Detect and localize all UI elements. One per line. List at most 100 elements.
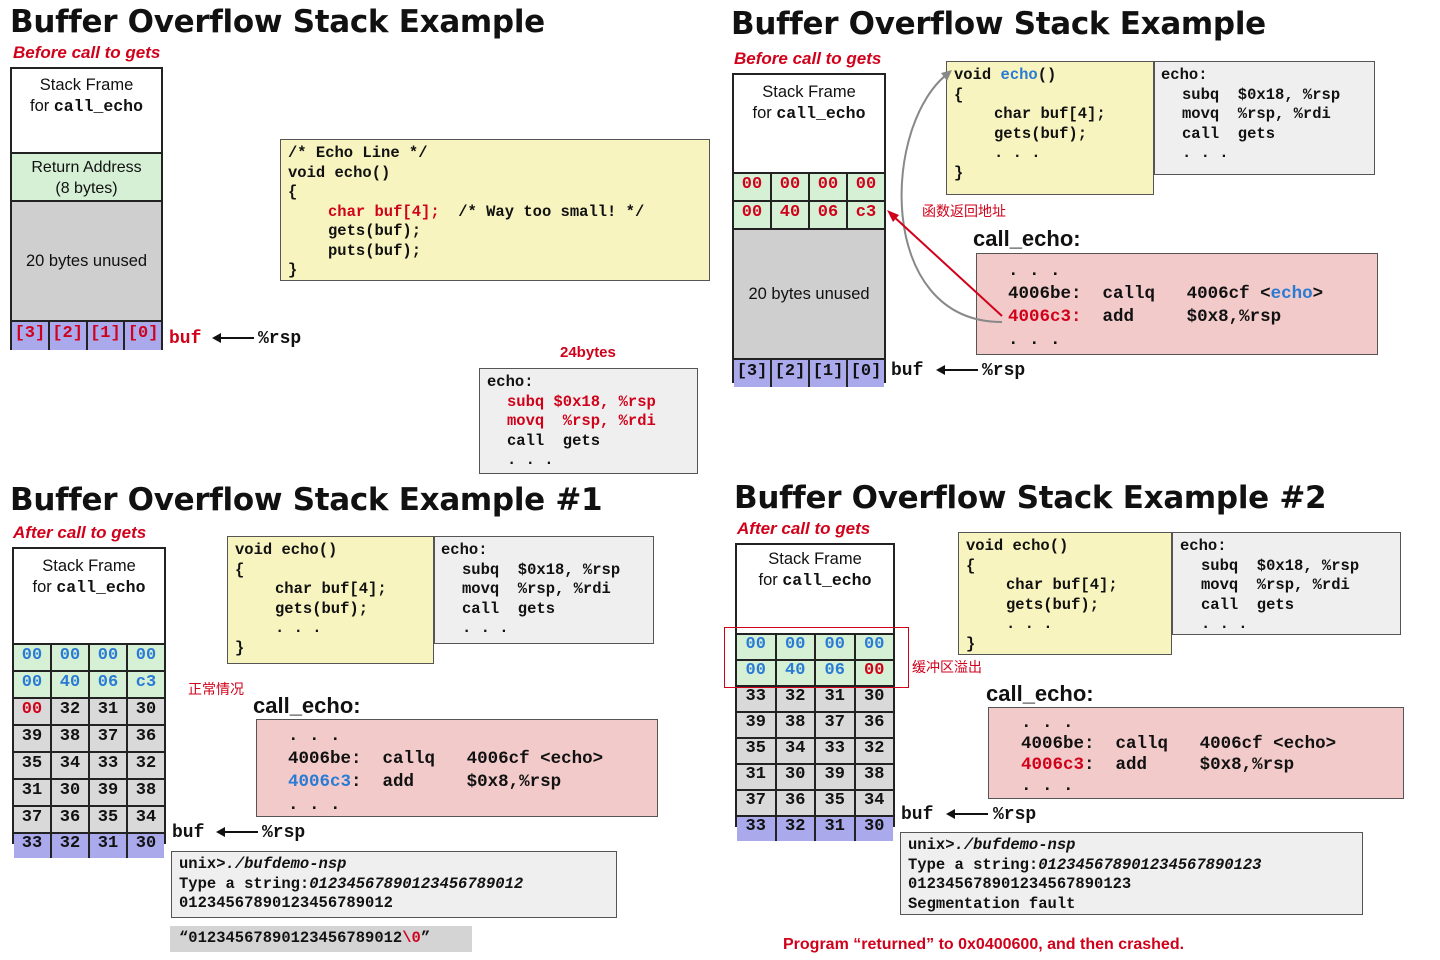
q1-bytes-note: 24bytes <box>560 344 616 361</box>
byte-cell: 33 <box>737 817 775 841</box>
q3-stack-row: 39 38 37 36 <box>14 724 164 751</box>
q2-rsp-label: %rsp <box>982 361 1026 381</box>
buf-cell: [1] <box>85 322 124 350</box>
q3-rsp-label: %rsp <box>262 823 306 843</box>
byte-cell: 33 <box>88 753 126 778</box>
buf-cell: [1] <box>808 360 846 387</box>
q4-subtitle: After call to gets <box>737 519 871 538</box>
q3-string-literal: “01234567890123456789012\0” <box>170 926 472 952</box>
q4-frame-label: Stack Frame for call_echo <box>758 550 872 590</box>
q3-frame-label: Stack Frame for call_echo <box>32 557 146 597</box>
q3-echo-asm: echo: subq $0x18, %rsp movq %rsp, %rdi c… <box>434 536 654 644</box>
byte-cell: 36 <box>50 807 88 832</box>
buf-cell: [3] <box>734 360 770 387</box>
byte-cell: 38 <box>50 726 88 751</box>
q4-rsp-label: %rsp <box>993 805 1037 825</box>
byte-cell: 34 <box>853 791 893 815</box>
q4-stack-frame: Stack Frame for call_echo 00 00 00 00 00… <box>735 543 895 841</box>
q3-stack-row: 00 32 31 30 <box>14 697 164 724</box>
ret-byte-cell: 00 <box>846 174 884 200</box>
q2-stack-frame: Stack Frame for call_echo 00 00 00 00 00… <box>732 73 886 387</box>
byte-cell: 38 <box>774 713 814 737</box>
q4-terminal: unix>./bufdemo-nsp Type a string:0123456… <box>900 832 1363 915</box>
ret-byte-cell: 00 <box>770 174 808 200</box>
ret-byte-cell: 00 <box>808 174 846 200</box>
q4-title: Buffer Overflow Stack Example #2 <box>734 480 1327 516</box>
q3-stack-row: 37 36 35 34 <box>14 805 164 832</box>
q2-buf-row: [3] [2] [1] [0] <box>734 358 884 387</box>
q1-title: Buffer Overflow Stack Example <box>10 4 545 40</box>
q2-echo-source: void echo() { char buf[4]; gets(buf); . … <box>946 61 1154 195</box>
q4-stack-row: 31 30 39 38 <box>737 763 893 789</box>
q1-return-address: Return Address (8 bytes) <box>12 152 161 200</box>
byte-cell: 35 <box>737 739 775 763</box>
q1-subtitle: Before call to gets <box>13 43 161 62</box>
byte-cell: 06 <box>88 672 126 697</box>
byte-cell: 35 <box>14 753 50 778</box>
byte-cell: 31 <box>814 687 854 711</box>
byte-cell: 00 <box>853 661 893 685</box>
byte-cell: 31 <box>14 780 50 805</box>
byte-cell: 31 <box>814 817 854 841</box>
q4-stack-row: 00 40 06 00 <box>737 659 893 685</box>
byte-cell: 32 <box>50 699 88 724</box>
byte-cell: 06 <box>814 661 854 685</box>
byte-cell: 00 <box>14 672 50 697</box>
q3-subtitle: After call to gets <box>13 523 147 542</box>
byte-cell: 30 <box>774 765 814 789</box>
byte-cell: 36 <box>853 713 893 737</box>
q4-stack-row: 33 32 31 30 <box>737 685 893 711</box>
byte-cell: 39 <box>814 765 854 789</box>
byte-cell: 00 <box>737 635 775 659</box>
byte-cell: 39 <box>88 780 126 805</box>
q2-return-address-note: 函数返回地址 <box>922 204 1006 220</box>
buf-cell: [2] <box>47 322 86 350</box>
byte-cell: 38 <box>126 780 164 805</box>
byte-cell: 00 <box>50 645 88 670</box>
q2-rsp-arrow-icon <box>936 365 978 375</box>
q4-echo-source: void echo() { char buf[4]; gets(buf); . … <box>958 532 1172 655</box>
byte-cell: 33 <box>814 739 854 763</box>
byte-cell: 32 <box>774 687 814 711</box>
byte-cell: 40 <box>774 661 814 685</box>
byte-cell: 31 <box>88 834 126 858</box>
q1-buf-label: buf <box>169 329 202 349</box>
q3-title: Buffer Overflow Stack Example #1 <box>10 482 603 518</box>
q1-echo-asm: echo: subq $0x18, %rsp movq %rsp, %rdi c… <box>479 368 698 474</box>
q2-call-echo-asm: . . . 4006be: callq 4006cf <echo> 4006c3… <box>976 253 1378 355</box>
q3-echo-source: void echo() { char buf[4]; gets(buf); . … <box>227 536 434 664</box>
ret-byte-cell: 00 <box>734 202 770 228</box>
q1-rsp-label: %rsp <box>258 329 302 349</box>
byte-cell: 32 <box>853 739 893 763</box>
q3-buf-label: buf <box>172 823 205 843</box>
q4-stack-row: 00 00 00 00 <box>737 633 893 659</box>
q4-stack-row: 33 32 31 30 <box>737 815 893 841</box>
byte-cell: 37 <box>14 807 50 832</box>
ret-byte-cell: 40 <box>770 202 808 228</box>
q4-overflow-highlight <box>724 627 909 688</box>
byte-cell: 37 <box>88 726 126 751</box>
byte-cell: 33 <box>737 687 775 711</box>
q4-echo-asm: echo: subq $0x18, %rsp movq %rsp, %rdi c… <box>1172 532 1401 635</box>
q3-rsp-arrow-icon <box>216 827 258 837</box>
byte-cell: 35 <box>88 807 126 832</box>
q2-call-echo-header: call_echo: <box>973 226 1081 251</box>
byte-cell: 35 <box>814 791 854 815</box>
q3-call-echo-asm: . . . 4006be: callq 4006cf <echo> 4006c3… <box>256 719 658 817</box>
byte-cell: 30 <box>126 834 164 858</box>
q3-stack-frame: Stack Frame for call_echo 00 00 00 00 00… <box>12 547 166 858</box>
q4-crash-note: Program “returned” to 0x0400600, and the… <box>783 936 1185 953</box>
byte-cell: 00 <box>14 645 50 670</box>
q4-overflow-note: 缓冲区溢出 <box>912 660 982 676</box>
q2-echo-asm: echo: subq $0x18, %rsp movq %rsp, %rdi c… <box>1154 61 1375 175</box>
byte-cell: 37 <box>814 713 854 737</box>
q4-rsp-arrow-icon <box>946 809 988 819</box>
byte-cell: 30 <box>50 780 88 805</box>
byte-cell: 40 <box>50 672 88 697</box>
byte-cell: 34 <box>774 739 814 763</box>
ret-byte-cell: 00 <box>734 174 770 200</box>
q3-stack-row: 33 32 31 30 <box>14 832 164 858</box>
byte-cell: c3 <box>126 672 164 697</box>
byte-cell: 31 <box>88 699 126 724</box>
q1-stack-frame: Stack Frame for call_echo Return Address… <box>10 67 163 350</box>
